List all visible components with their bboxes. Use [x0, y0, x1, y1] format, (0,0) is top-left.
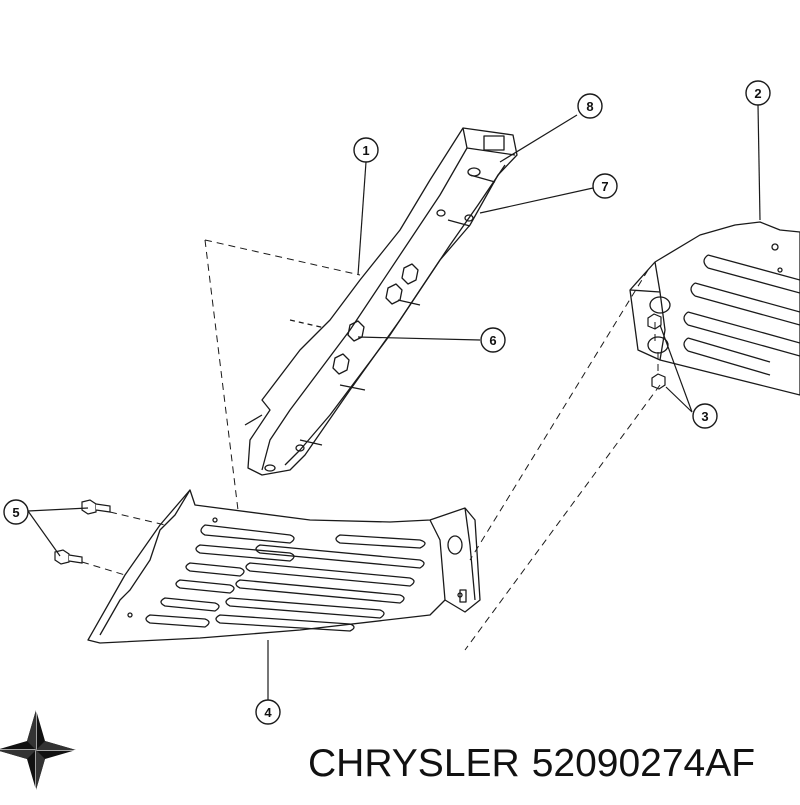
svg-text:5: 5 — [12, 505, 19, 520]
callout-5: 5 — [3, 499, 29, 525]
bolt-parts — [54, 499, 111, 565]
svg-text:1: 1 — [362, 143, 369, 158]
rear-skid-plate-part — [629, 221, 800, 396]
svg-text:4: 4 — [264, 705, 272, 720]
part-number: 52090274AF — [531, 742, 756, 785]
svg-text:6: 6 — [489, 333, 496, 348]
svg-text:8: 8 — [586, 99, 593, 114]
svg-text:2: 2 — [754, 86, 761, 101]
callout-4: 4 — [255, 699, 281, 725]
nut-parts — [647, 313, 666, 390]
callout-8: 8 — [577, 93, 603, 119]
leader-lines — [27, 104, 761, 700]
assembly-dashed-lines — [81, 239, 661, 651]
callout-3: 3 — [692, 403, 718, 429]
crossmember-part — [244, 127, 518, 476]
brand-name: CHRYSLER — [308, 742, 520, 785]
callout-7: 7 — [592, 173, 618, 199]
callout-1: 1 — [353, 137, 379, 163]
chrysler-star-icon — [0, 710, 76, 790]
callout-6: 6 — [480, 327, 506, 353]
front-skid-plate-part — [87, 489, 481, 644]
svg-text:3: 3 — [701, 409, 708, 424]
brand-caption: CHRYSLER 52090274AF — [308, 738, 792, 790]
svg-text:7: 7 — [601, 179, 608, 194]
callout-2: 2 — [745, 80, 771, 106]
